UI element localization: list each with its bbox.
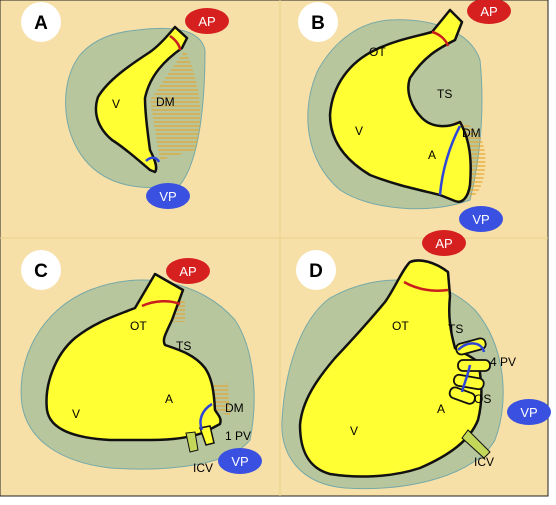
panel-c-vp-label: VP (231, 454, 248, 469)
panel-d-icv (461, 429, 491, 459)
panel-d-pulmonary-veins (448, 337, 491, 405)
panel-b-heart-tube (328, 8, 472, 203)
panel-d-label-pv: 4 PV (490, 355, 516, 369)
panel-c: C OT TS V A DM 1 PV ICV AP VP (20, 250, 262, 475)
panel-c-label-ts: TS (176, 339, 191, 353)
panel-b-arterial-pole-line (431, 30, 450, 47)
panel-d-arterial-pole-line (403, 280, 449, 292)
panel-c-icv (185, 431, 199, 453)
panel-d-venous-pole-line (457, 342, 486, 393)
panel-a-heart-tube (94, 25, 189, 174)
panel-c-pulmonary-vein (199, 425, 215, 446)
panel-c-label-v: V (72, 407, 80, 421)
panel-c-label: C (34, 261, 48, 282)
panel-b-ap-label: AP (480, 4, 497, 19)
panel-d-label-os: OS (474, 392, 491, 406)
panel-d-heart-tube (298, 259, 483, 478)
panel-d-badge (296, 250, 336, 290)
panel-c-arterial-pole-line (141, 300, 181, 308)
panel-c-label-pv: 1 PV (225, 429, 251, 443)
panel-a-vp-badge (146, 183, 190, 209)
panel-d-label-ts: TS (448, 322, 463, 336)
panel-a-label: A (34, 13, 48, 34)
panel-c-heart-tube (45, 272, 222, 442)
panel-c-dorsal-mesocardium (212, 382, 230, 415)
panel-d-label-v: V (350, 424, 358, 438)
panel-b-label-v: V (355, 124, 363, 138)
panel-d-ap-badge (422, 230, 466, 256)
panel-d-vp-badge (507, 399, 551, 425)
panel-a-label-v: V (112, 97, 120, 111)
panel-c-label-ot: OT (130, 319, 147, 333)
panel-b-vp-badge (459, 206, 503, 232)
panel-b-label-ot: OT (369, 45, 386, 59)
panel-b: B OT TS V A DM AP VP (298, 0, 511, 232)
panel-c-ap-badge (166, 258, 210, 284)
panel-c-venous-pole-line (199, 402, 213, 431)
panel-a-ap-badge (185, 8, 229, 34)
panel-d-vp-label: VP (520, 405, 537, 420)
panel-b-badge (298, 2, 338, 42)
panel-c-badge (21, 250, 61, 290)
panel-d: D OT TS V A OS 4 PV ICV AP VP (281, 230, 551, 490)
panel-b-ap-badge (467, 0, 511, 24)
panel-b-vp-label: VP (472, 212, 489, 227)
panel-a-venous-pole-line (145, 156, 161, 163)
panel-d-label-a: A (437, 402, 445, 416)
panel-a-dorsal-mesocardium (150, 50, 201, 160)
panel-b-label-ts: TS (437, 87, 452, 101)
panel-d-label-icv: ICV (474, 455, 494, 469)
panel-d-label-ot: OT (392, 319, 409, 333)
panel-c-ap-label: AP (179, 264, 196, 279)
panel-a-ap-label: AP (198, 14, 215, 29)
panel-b-label: B (311, 13, 325, 34)
panel-c-label-icv: ICV (193, 461, 213, 475)
panel-a-badge (21, 2, 61, 42)
panel-d-label: D (309, 261, 323, 282)
panel-a-arterial-pole-line (169, 34, 182, 51)
panel-c-label-a: A (165, 392, 173, 406)
panel-c-label-dm: DM (225, 401, 244, 415)
panel-a-label-dm: DM (156, 95, 175, 109)
panel-d-ap-label: AP (435, 236, 452, 251)
panel-a: A V DM AP VP (21, 2, 229, 209)
panel-a-vp-label: VP (159, 189, 176, 204)
panel-c-vp-badge (218, 448, 262, 474)
panel-b-label-dm: DM (462, 126, 481, 140)
panel-b-label-a: A (428, 148, 436, 162)
panel-b-venous-pole-line (438, 125, 462, 196)
